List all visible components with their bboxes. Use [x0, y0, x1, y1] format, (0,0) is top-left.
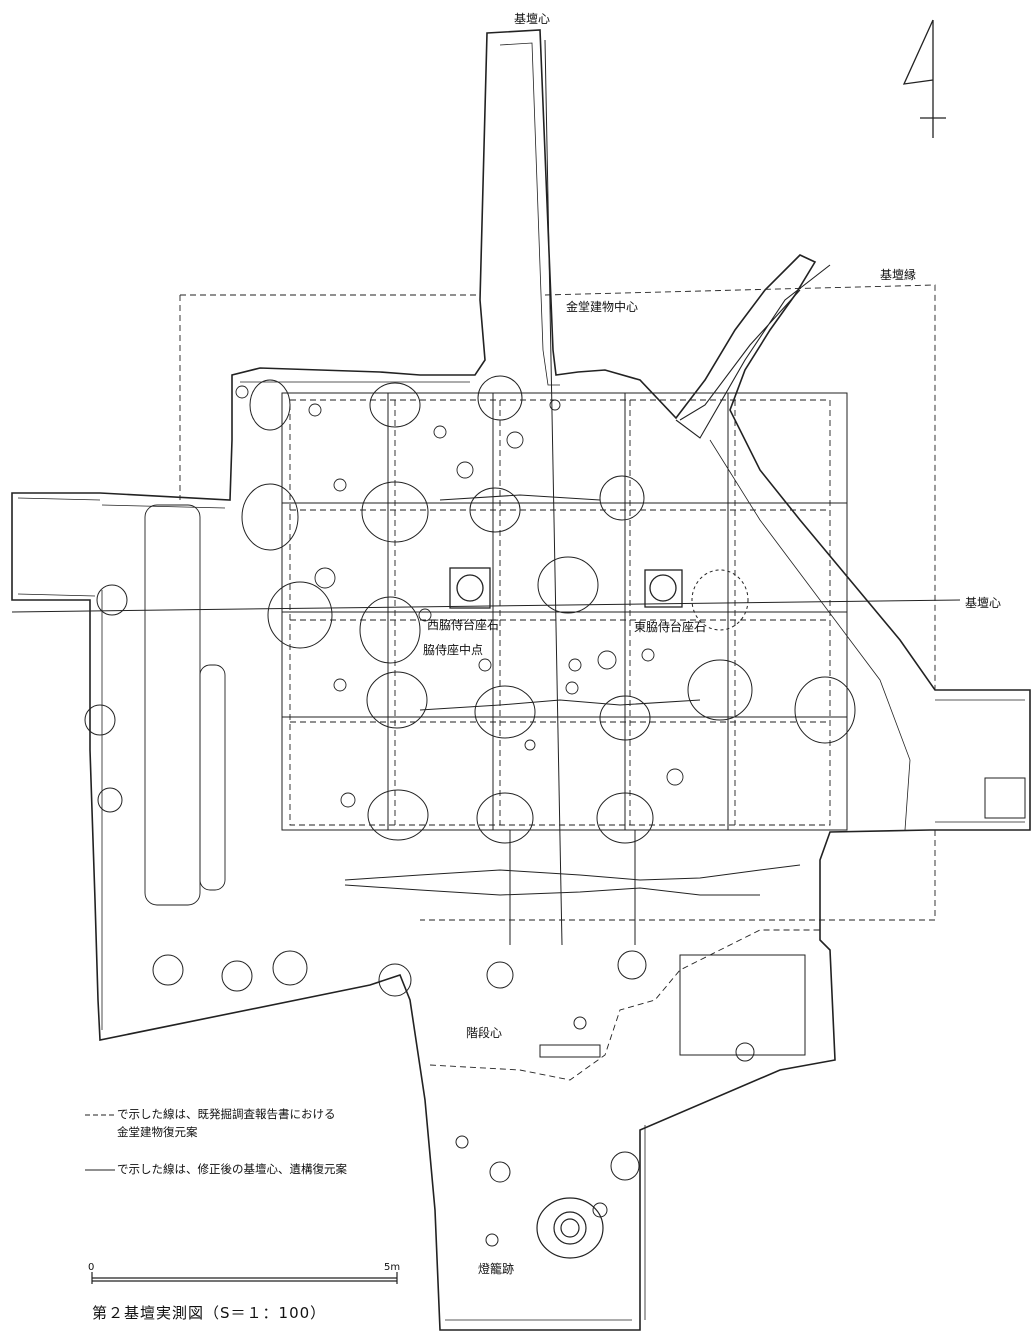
scale-end: 5m	[384, 1262, 401, 1273]
pillar-foundation-pits	[241, 375, 856, 844]
legend-dashed-text-1: で示した線は、既発掘調査報告書における	[117, 1107, 336, 1121]
scale-bar	[91, 1272, 398, 1284]
legend-solid-text: で示した線は、修正後の基壇心、遺構復元案	[117, 1162, 347, 1176]
lantern-trace	[536, 1197, 604, 1259]
label-stair-center: 階段心	[466, 1026, 503, 1040]
figure-title: 第２基壇実測図（S＝１：100）	[92, 1304, 327, 1322]
north-arrow-icon	[902, 19, 946, 138]
label-east-pedestal-stone: 東脇侍台座石	[634, 620, 707, 634]
excavation-outline	[11, 29, 1031, 1331]
scale-start: 0	[88, 1262, 95, 1273]
label-waki-center: 脇侍座中点	[423, 643, 484, 657]
label-west-pedestal-stone: 西脇侍台座石	[427, 618, 500, 632]
legend-dashed-text-2: 金堂建物復元案	[117, 1125, 198, 1139]
west-pedestal-stone	[449, 567, 491, 609]
label-kidan-center-right: 基壇心	[965, 596, 1002, 610]
revised-reconstruction-solid	[11, 39, 961, 946]
label-kondo-center: 金堂建物中心	[566, 300, 639, 314]
label-kidan-center-top: 基壇心	[514, 12, 551, 26]
label-kidan-edge: 基壇縁	[880, 268, 917, 282]
label-lantern: 燈籠跡	[478, 1262, 515, 1276]
east-pedestal-stone	[644, 569, 683, 608]
post-holes	[235, 385, 684, 808]
